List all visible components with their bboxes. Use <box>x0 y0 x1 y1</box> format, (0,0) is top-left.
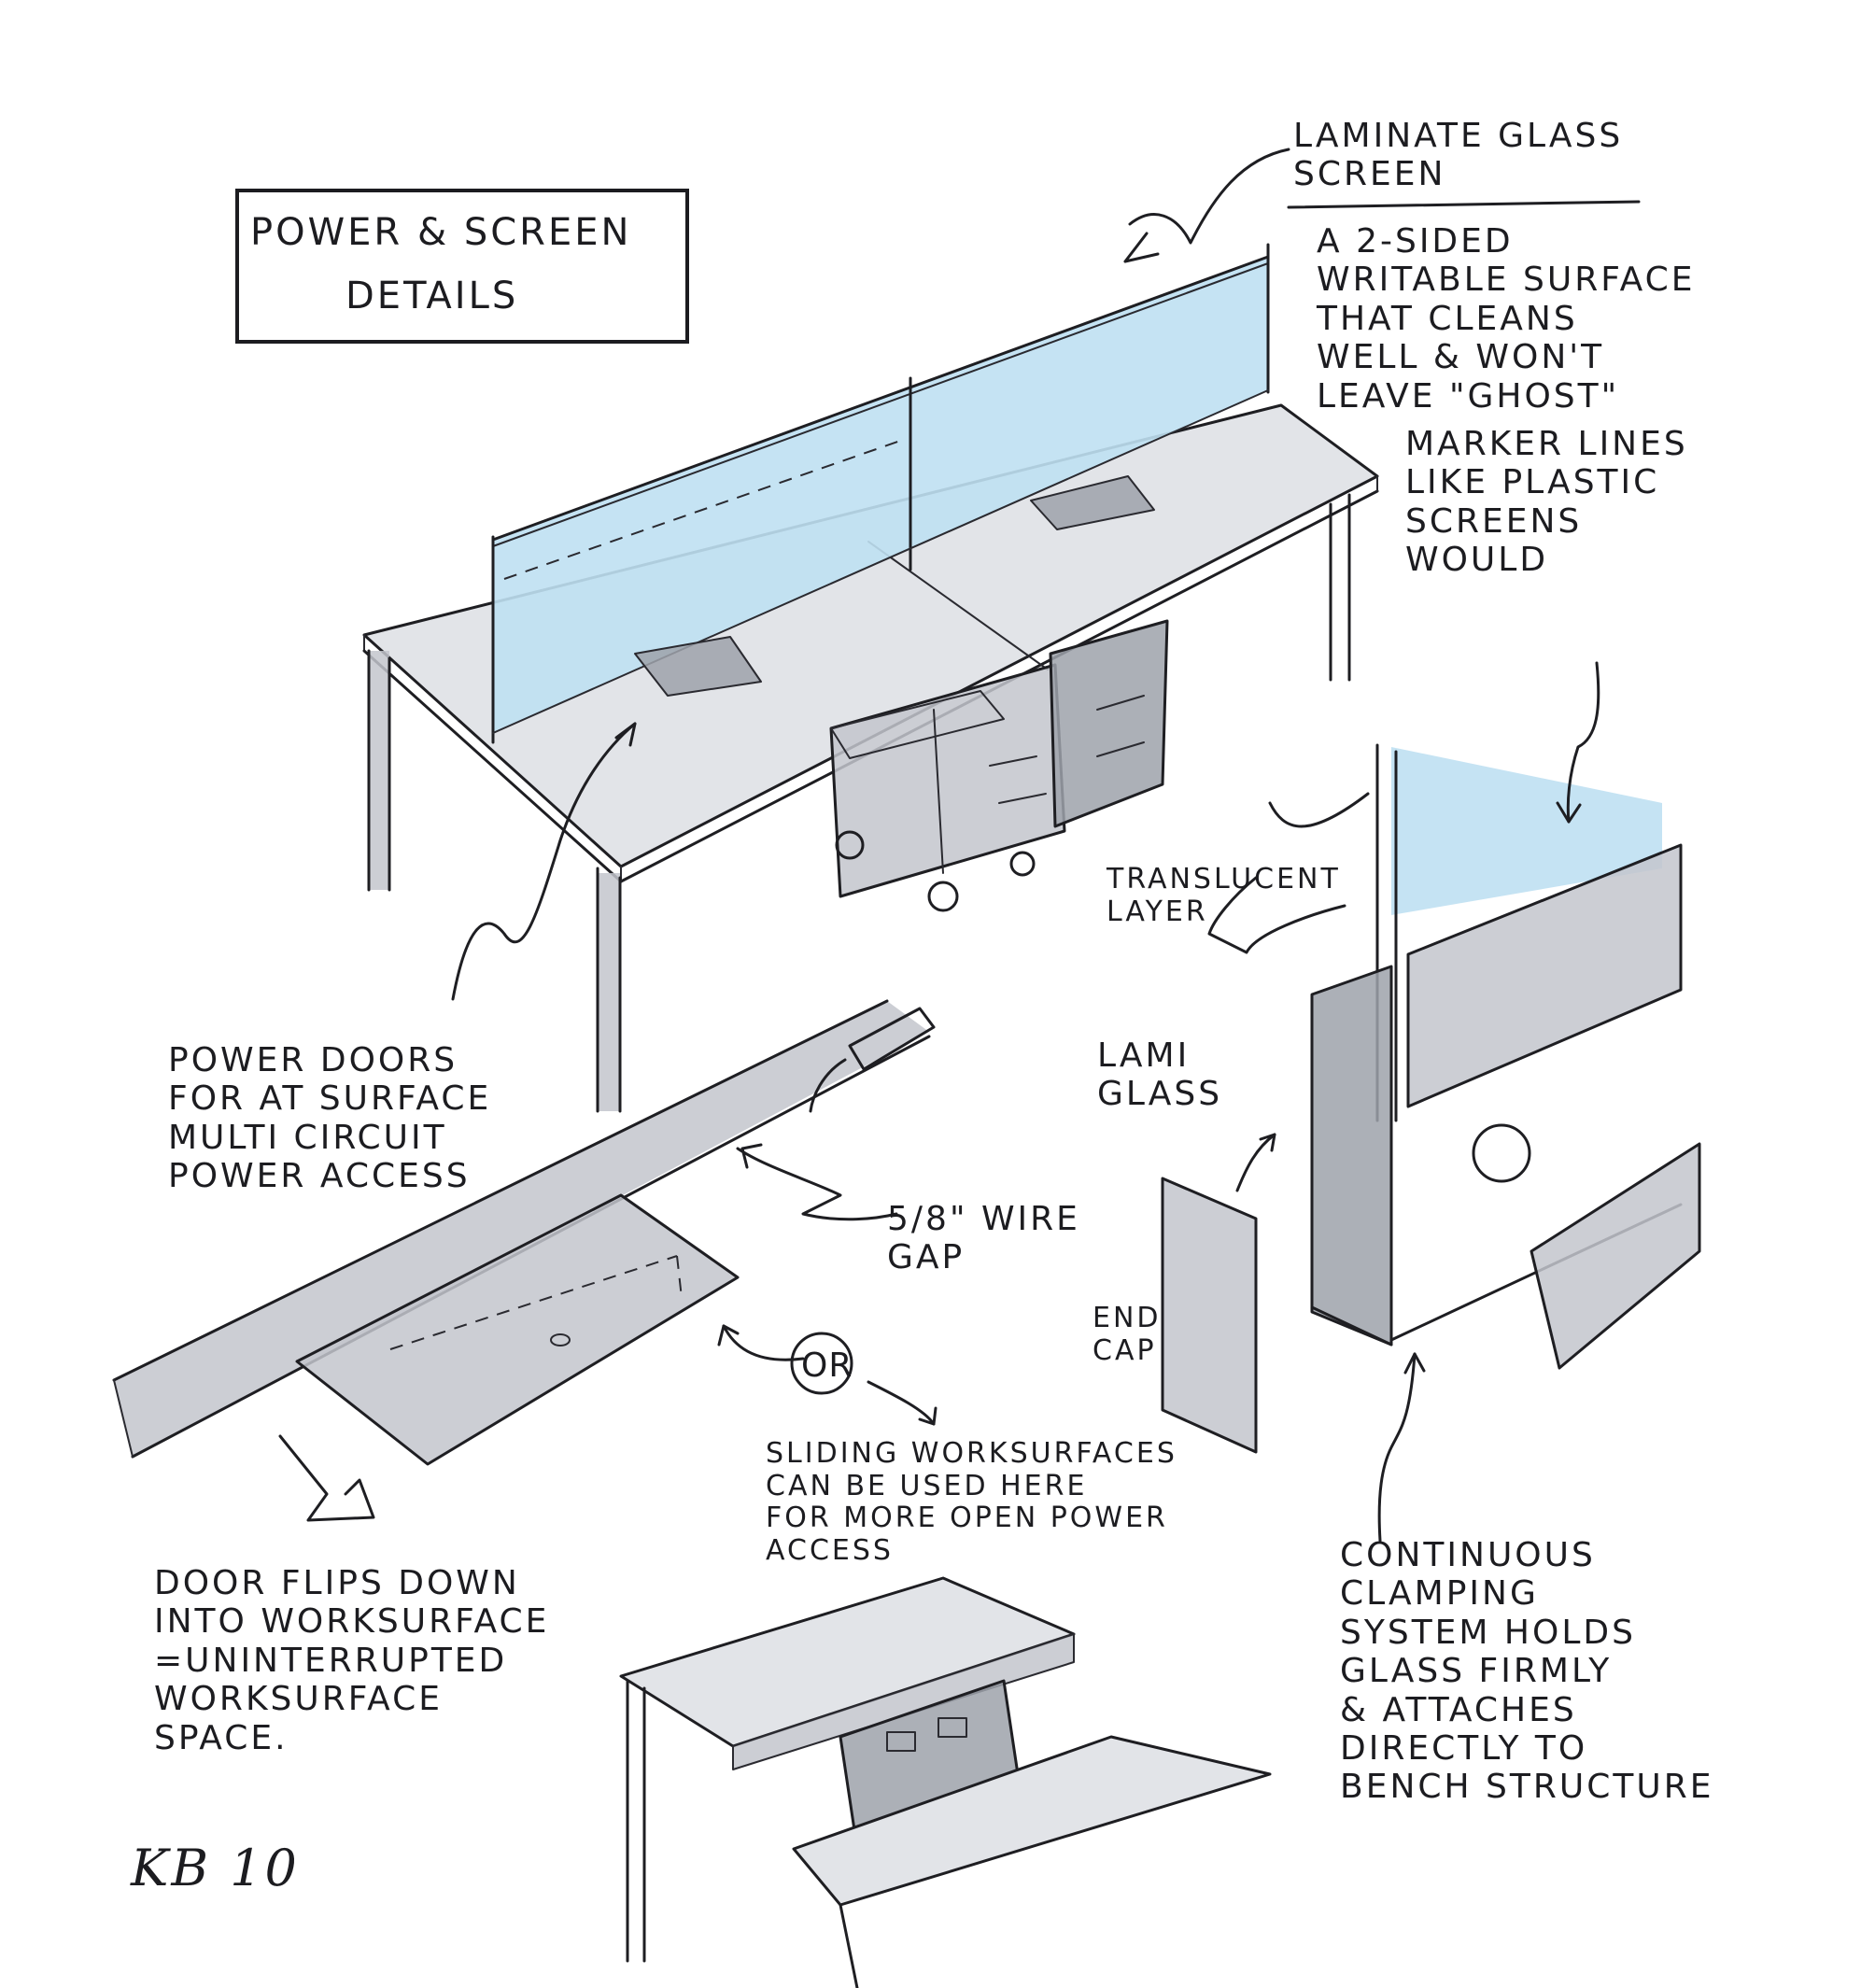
label-door-flips: DOOR FLIPS DOWN INTO WORKSURFACE =UNINTE… <box>154 1564 550 1757</box>
title-line-2: DETAILS <box>345 275 519 317</box>
flip-door-detail <box>112 999 936 1522</box>
label-lami-glass: LAMI GLASS <box>1097 1036 1223 1114</box>
title-box <box>235 189 689 344</box>
sliding-worksurface-detail <box>619 1576 1272 1988</box>
leader-arrows <box>451 148 1641 1543</box>
label-wire-gap: 5/8" WIRE GAP <box>887 1200 1080 1277</box>
title-line-1: POWER & SCREEN <box>250 211 632 254</box>
clamp-detail <box>1161 743 1701 1454</box>
label-sliding-worksurfaces: SLIDING WORKSURFACES CAN BE USED HERE FO… <box>766 1437 1177 1567</box>
label-power-doors: POWER DOORS FOR AT SURFACE MULTI CIRCUIT… <box>168 1041 492 1196</box>
label-or: OR <box>801 1346 853 1385</box>
bench-desk-illustration <box>362 243 1379 1113</box>
label-laminate-glass: LAMINATE GLASS SCREEN <box>1293 117 1624 194</box>
label-writable-surface: A 2-SIDED WRITABLE SURFACE THAT CLEANS W… <box>1317 222 1696 416</box>
signature: KB 10 <box>131 1839 300 1897</box>
label-translucent-layer: TRANSLUCENT LAYER <box>1107 863 1341 928</box>
label-marker-lines: MARKER LINES LIKE PLASTIC SCREENS WOULD <box>1405 425 1688 580</box>
label-clamping-system: CONTINUOUS CLAMPING SYSTEM HOLDS GLASS F… <box>1340 1536 1714 1807</box>
label-end-cap: END CAP <box>1093 1302 1162 1367</box>
